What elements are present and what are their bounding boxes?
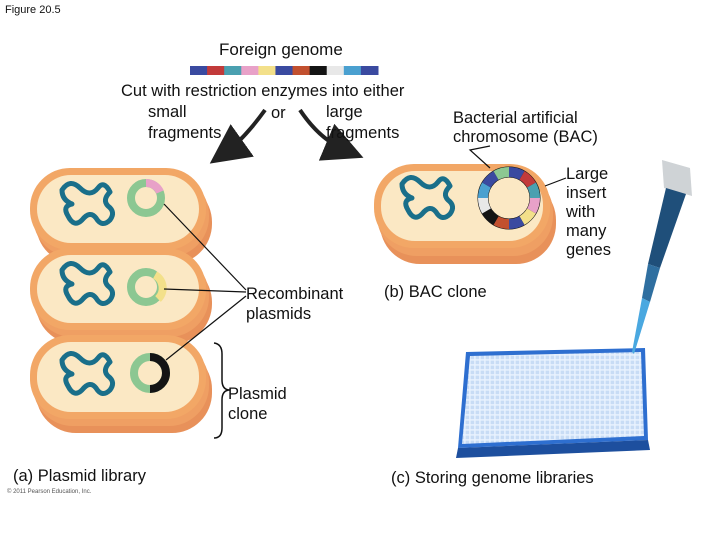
bac-insert-segment [482, 208, 499, 225]
cut-instruction: Cut with restriction enzymes into either [121, 82, 405, 100]
small-fragments-line-2: fragments [148, 124, 222, 142]
small-fragments-line-1: small [148, 103, 187, 121]
genome-segment [275, 66, 294, 75]
plasmid-clone-line-1: Plasmid [228, 385, 287, 403]
genome-segment [207, 66, 225, 75]
genome-segment [326, 66, 345, 75]
leader-line-plasmid-top [163, 203, 247, 291]
genome-segment [343, 66, 362, 75]
leader-line-plasmid-bottom [165, 295, 247, 361]
plasmid-clone-bracket [213, 342, 231, 439]
leader-line-plasmid-middle [163, 288, 247, 293]
plasmid-clone-line-2: clone [228, 405, 268, 423]
storing-libraries-caption: (c) Storing genome libraries [391, 469, 594, 487]
bac-clone-caption: (b) BAC clone [384, 283, 487, 301]
genome-segment [241, 66, 259, 75]
large-insert-line-5: genes [566, 241, 611, 259]
large-fragments-line-2: fragments [326, 124, 400, 142]
bacterial-cell-bac [374, 164, 556, 264]
recombinant-plasmids-line-2: plasmids [246, 305, 312, 323]
large-insert-line-3: with [566, 203, 596, 221]
bac-title-line-1: Bacterial artificial [453, 109, 578, 127]
figure-label: Figure 20.5 [5, 4, 61, 16]
genome-segment [360, 66, 379, 75]
bacterial-cell-yellow-insert [30, 248, 212, 344]
leader-line-large-insert [544, 177, 567, 187]
or-label: or [271, 104, 286, 122]
bac-ring [477, 166, 541, 230]
bac-insert-segment [527, 182, 540, 199]
multiwell-plate [456, 348, 650, 458]
copyright-credit: © 2011 Pearson Education, Inc. [7, 489, 92, 495]
leader-line-bac-title [468, 145, 491, 169]
genome-segment [309, 66, 328, 75]
pipette [632, 160, 692, 354]
bac-insert-segment [482, 171, 499, 188]
large-fragments-line-1: large [326, 103, 363, 121]
bac-insert-segment [519, 171, 536, 188]
arrow-to-small-fragments [209, 108, 267, 164]
bacterial-cell-pink-insert [30, 168, 212, 264]
genome-segment [292, 66, 311, 75]
bac-insert-segment [508, 216, 525, 229]
bac-insert-segment [478, 197, 491, 214]
bac-insert-segment [527, 197, 540, 214]
plasmid-library-caption: (a) Plasmid library [13, 467, 146, 485]
foreign-genome-strip [190, 66, 379, 75]
large-insert-line-4: many [566, 222, 607, 240]
bac-insert-segment [508, 167, 525, 180]
arrow-to-large-fragments [298, 108, 364, 161]
bac-title-line-2: chromosome (BAC) [453, 128, 598, 146]
genome-segment [258, 66, 276, 75]
bac-insert-segment [478, 182, 491, 199]
genome-segment [190, 66, 208, 75]
bac-insert-segment [493, 167, 510, 180]
bacterial-cell-black-insert [30, 335, 212, 433]
recombinant-plasmids-line-1: Recombinant [246, 285, 344, 303]
bac-insert-segment [519, 208, 536, 225]
genome-segment [224, 66, 242, 75]
large-insert-line-2: insert [566, 184, 607, 202]
foreign-genome-title: Foreign genome [219, 40, 343, 59]
bac-insert-segment [493, 216, 510, 229]
large-insert-line-1: Large [566, 165, 609, 183]
